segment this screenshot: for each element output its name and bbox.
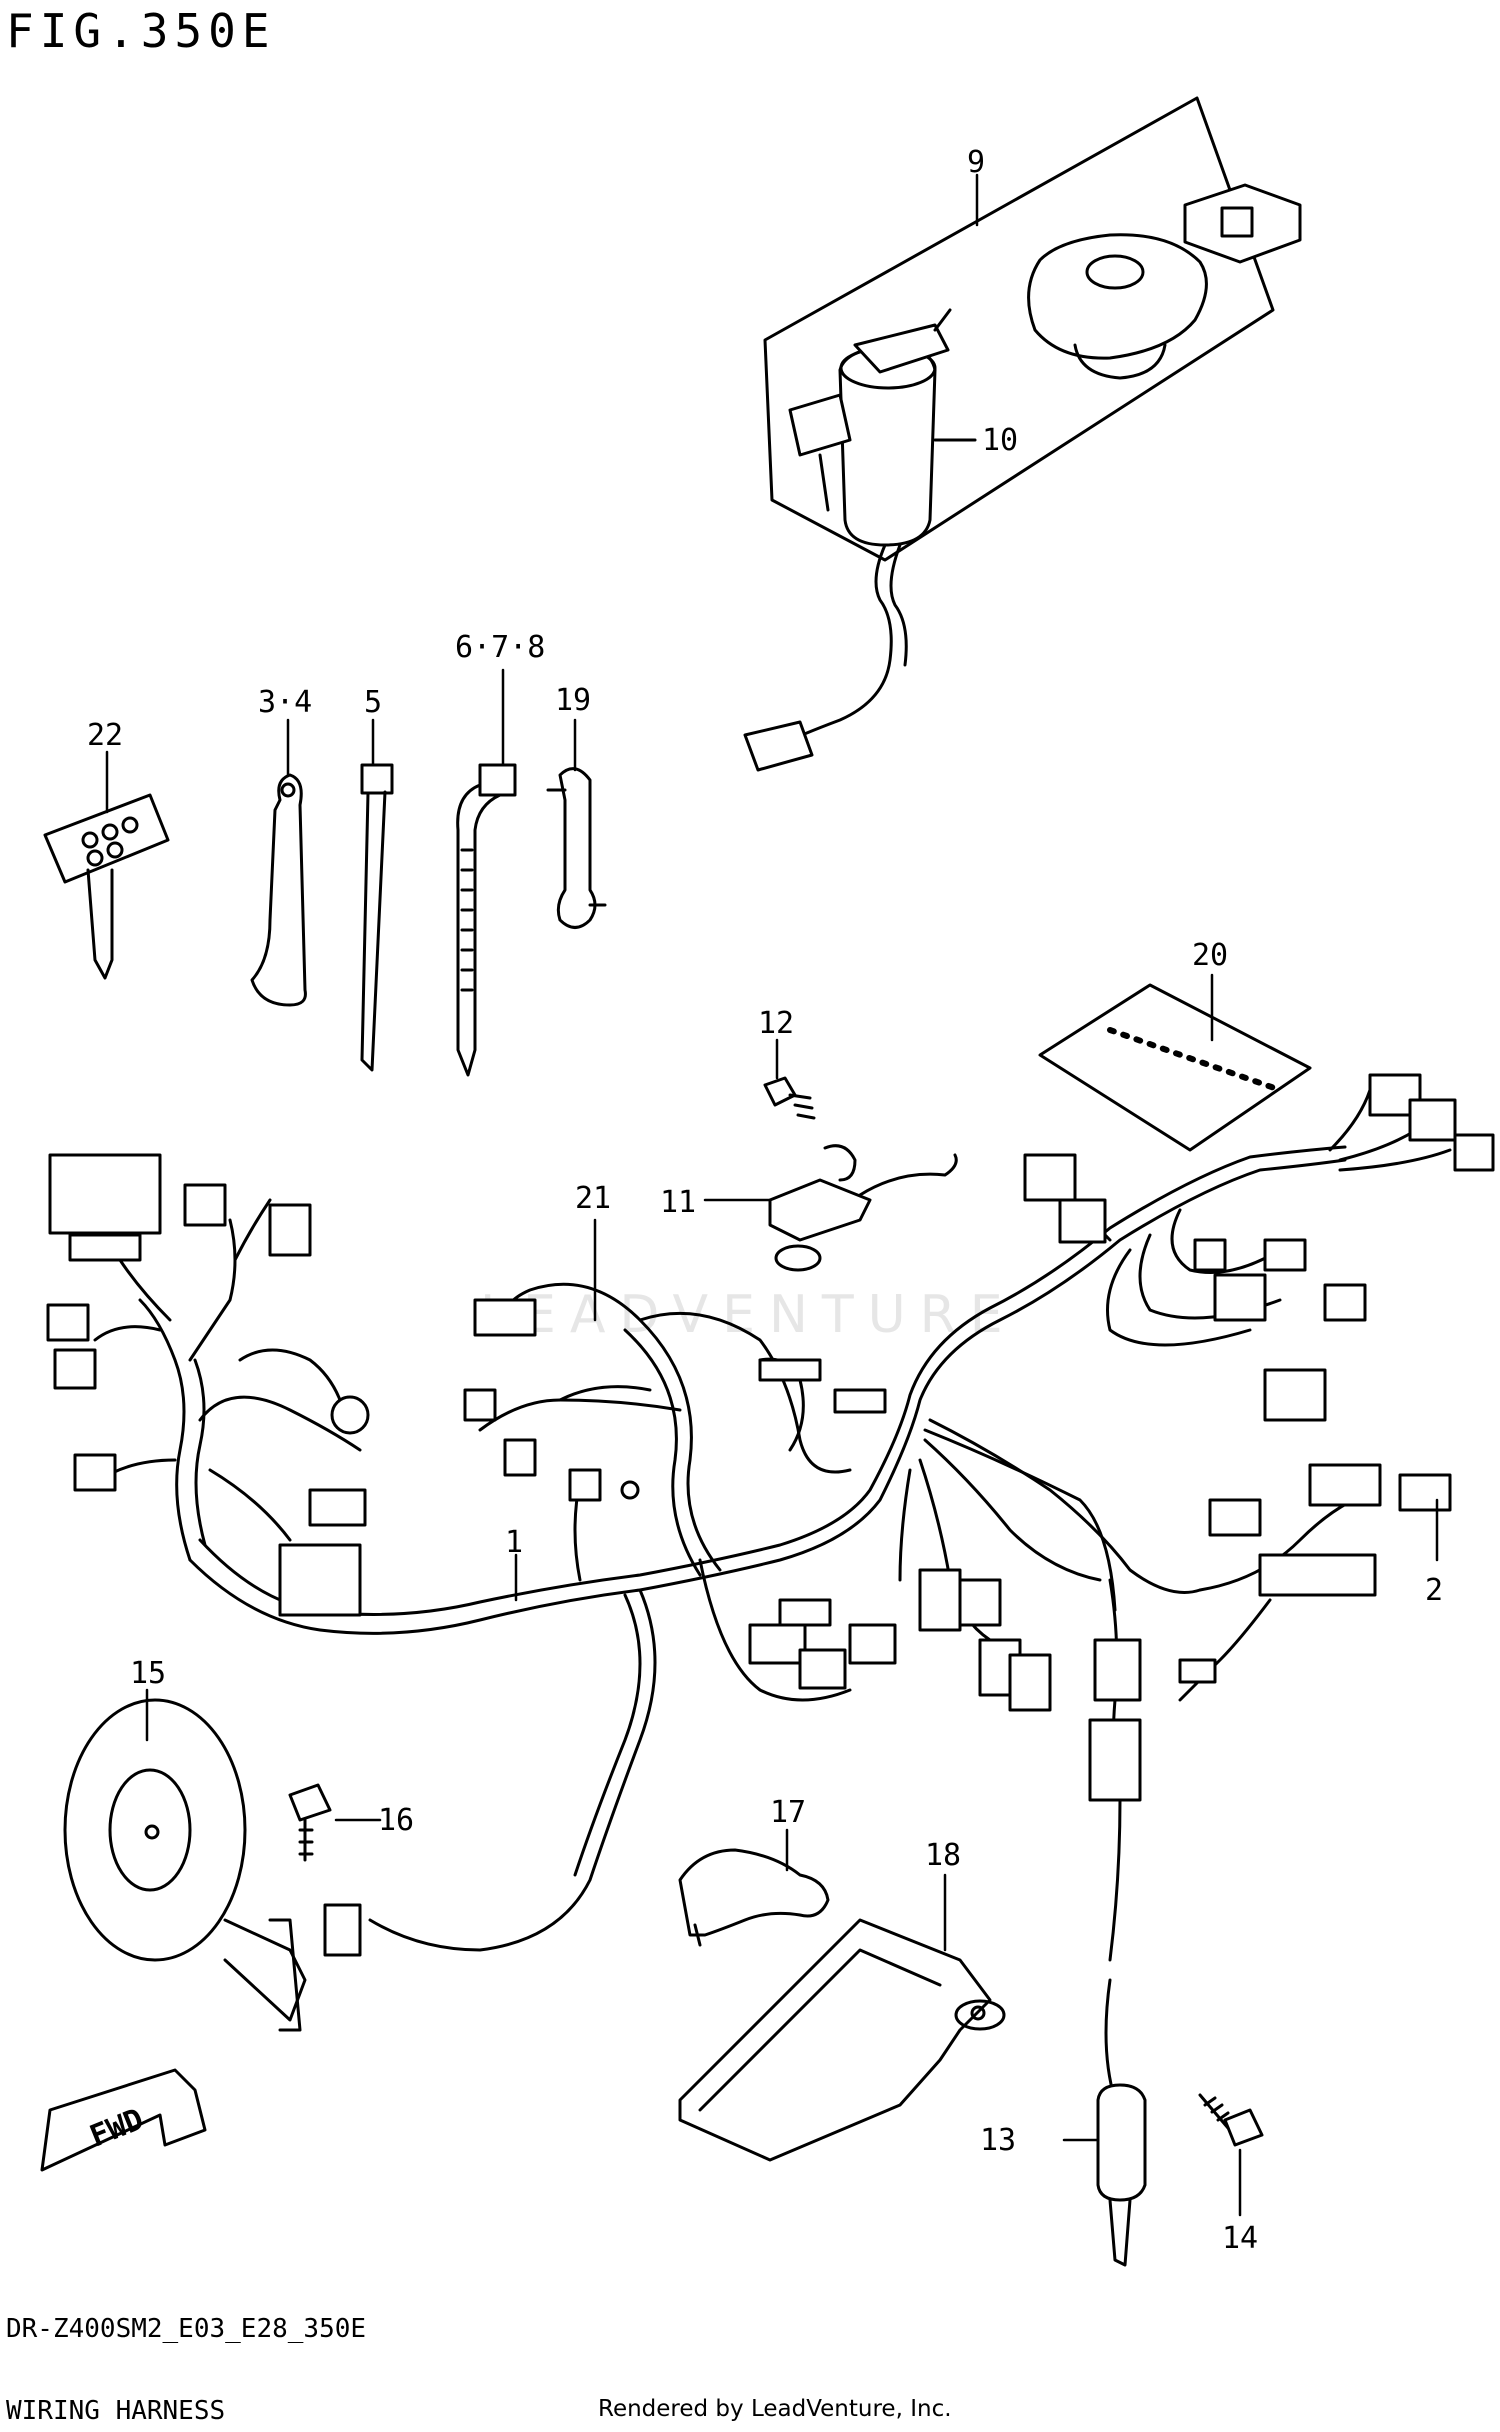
callout-16: 16 [378,1803,414,1838]
callout-17: 17 [770,1795,806,1830]
callout-20: 20 [1192,938,1228,973]
figure-caption: WIRING HARNESS [6,2396,226,2426]
callout-5: 5 [364,685,382,720]
model-code: DR-Z400SM2_E03_E28_350E [6,2314,367,2344]
callout-22: 22 [87,718,123,753]
figure-title: FIG.350E [6,4,276,58]
callout-12: 12 [758,1006,794,1041]
bracket-18 [678,1918,1006,2162]
render-credit: Rendered by LeadVenture, Inc. [598,2396,952,2422]
callout-15: 15 [130,1656,166,1691]
bolt-16 [288,1783,332,1862]
sensor-11 [768,1144,958,1272]
key-blank [43,793,170,980]
bolt-14 [1198,2093,1264,2147]
bolt-12 [763,1076,816,1120]
callout-9: 9 [967,145,985,180]
callout-18: 18 [925,1838,961,1873]
watermark: LEADVENTURE [480,1285,1017,1345]
callout-11: 11 [660,1185,696,1220]
callout-10: 10 [982,423,1018,458]
callout-1: 1 [505,1525,523,1560]
cable-tie-5 [360,763,394,1072]
ignition-set-box [763,96,1302,562]
clamp-3-4 [250,773,307,1007]
cover-17 [678,1848,830,1947]
forward-arrow: FWD [40,2068,207,2172]
switch-13 [1096,2083,1147,2267]
callout-21: 21 [575,1181,611,1216]
callout-13: 13 [980,2123,1016,2158]
clamp-19 [546,767,607,929]
clamp-band-6-7-8 [456,763,517,1077]
harness-connectors [46,1073,1495,1802]
callout-3-4: 3·4 [258,685,312,720]
leader-lines [105,173,1439,2217]
horn-15 [63,1698,307,2032]
callout-14: 14 [1222,2221,1258,2256]
callout-19: 19 [555,683,591,718]
callout-2: 2 [1425,1573,1443,1608]
label-sheet [1038,983,1312,1152]
callout-6-7-8: 6·7·8 [455,630,545,665]
